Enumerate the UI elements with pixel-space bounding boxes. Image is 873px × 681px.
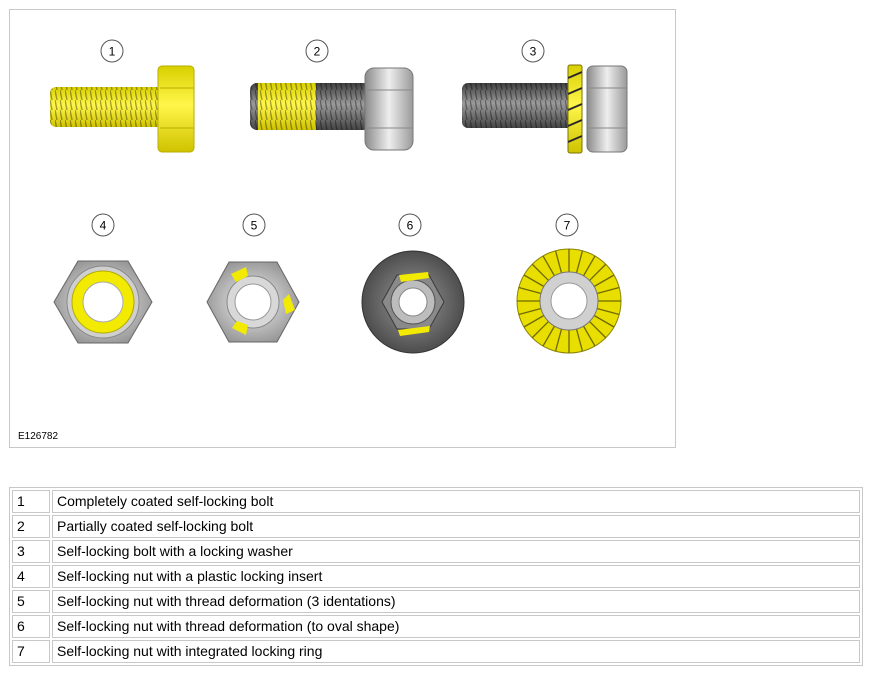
callout-4: 4 bbox=[91, 213, 115, 237]
table-row: 4 Self-locking nut with a plastic lockin… bbox=[12, 565, 860, 588]
table-row: 1 Completely coated self-locking bolt bbox=[12, 490, 860, 513]
locking-ring-nut-drawing bbox=[516, 248, 622, 354]
fastener-illustration: 1 2 3 4 5 6 7 bbox=[9, 9, 676, 448]
legend-text: Partially coated self-locking bolt bbox=[52, 515, 860, 538]
svg-text:5: 5 bbox=[251, 219, 258, 233]
figure-id: E126782 bbox=[18, 431, 59, 442]
callout-7: 7 bbox=[555, 213, 579, 237]
table-row: 5 Self-locking nut with thread deformati… bbox=[12, 590, 860, 613]
legend-number: 5 bbox=[12, 590, 50, 613]
svg-text:1: 1 bbox=[109, 45, 116, 59]
legend-number: 6 bbox=[12, 615, 50, 638]
indented-nut-drawing bbox=[206, 261, 300, 343]
coated-bolt-drawing bbox=[50, 65, 195, 153]
legend-number: 7 bbox=[12, 640, 50, 663]
legend-number: 2 bbox=[12, 515, 50, 538]
table-row: 6 Self-locking nut with thread deformati… bbox=[12, 615, 860, 638]
oval-deformation-nut-drawing bbox=[361, 250, 465, 354]
table-row: 2 Partially coated self-locking bolt bbox=[12, 515, 860, 538]
svg-text:4: 4 bbox=[100, 219, 107, 233]
legend-number: 3 bbox=[12, 540, 50, 563]
callout-3: 3 bbox=[521, 39, 545, 63]
bolt-with-washer-drawing bbox=[462, 64, 628, 154]
svg-text:2: 2 bbox=[314, 45, 321, 59]
legend-text: Self-locking nut with a plastic locking … bbox=[52, 565, 860, 588]
table-row: 7 Self-locking nut with integrated locki… bbox=[12, 640, 860, 663]
partially-coated-bolt-drawing bbox=[250, 67, 414, 151]
callout-1: 1 bbox=[100, 39, 124, 63]
table-row: 3 Self-locking bolt with a locking washe… bbox=[12, 540, 860, 563]
legend-number: 4 bbox=[12, 565, 50, 588]
legend-text: Self-locking nut with thread deformation… bbox=[52, 590, 860, 613]
legend-text: Self-locking nut with integrated locking… bbox=[52, 640, 860, 663]
svg-text:7: 7 bbox=[564, 219, 571, 233]
legend-text: Self-locking nut with thread deformation… bbox=[52, 615, 860, 638]
callout-2: 2 bbox=[305, 39, 329, 63]
legend-text: Self-locking bolt with a locking washer bbox=[52, 540, 860, 563]
fasteners-drawing: 1 2 3 4 5 6 7 bbox=[50, 39, 628, 354]
svg-text:3: 3 bbox=[530, 45, 537, 59]
callout-5: 5 bbox=[242, 213, 266, 237]
plastic-insert-nut-drawing bbox=[53, 260, 153, 344]
legend-number: 1 bbox=[12, 490, 50, 513]
legend-table: 1 Completely coated self-locking bolt 2 … bbox=[9, 487, 863, 666]
callout-6: 6 bbox=[398, 213, 422, 237]
svg-text:6: 6 bbox=[407, 219, 414, 233]
legend-text: Completely coated self-locking bolt bbox=[52, 490, 860, 513]
